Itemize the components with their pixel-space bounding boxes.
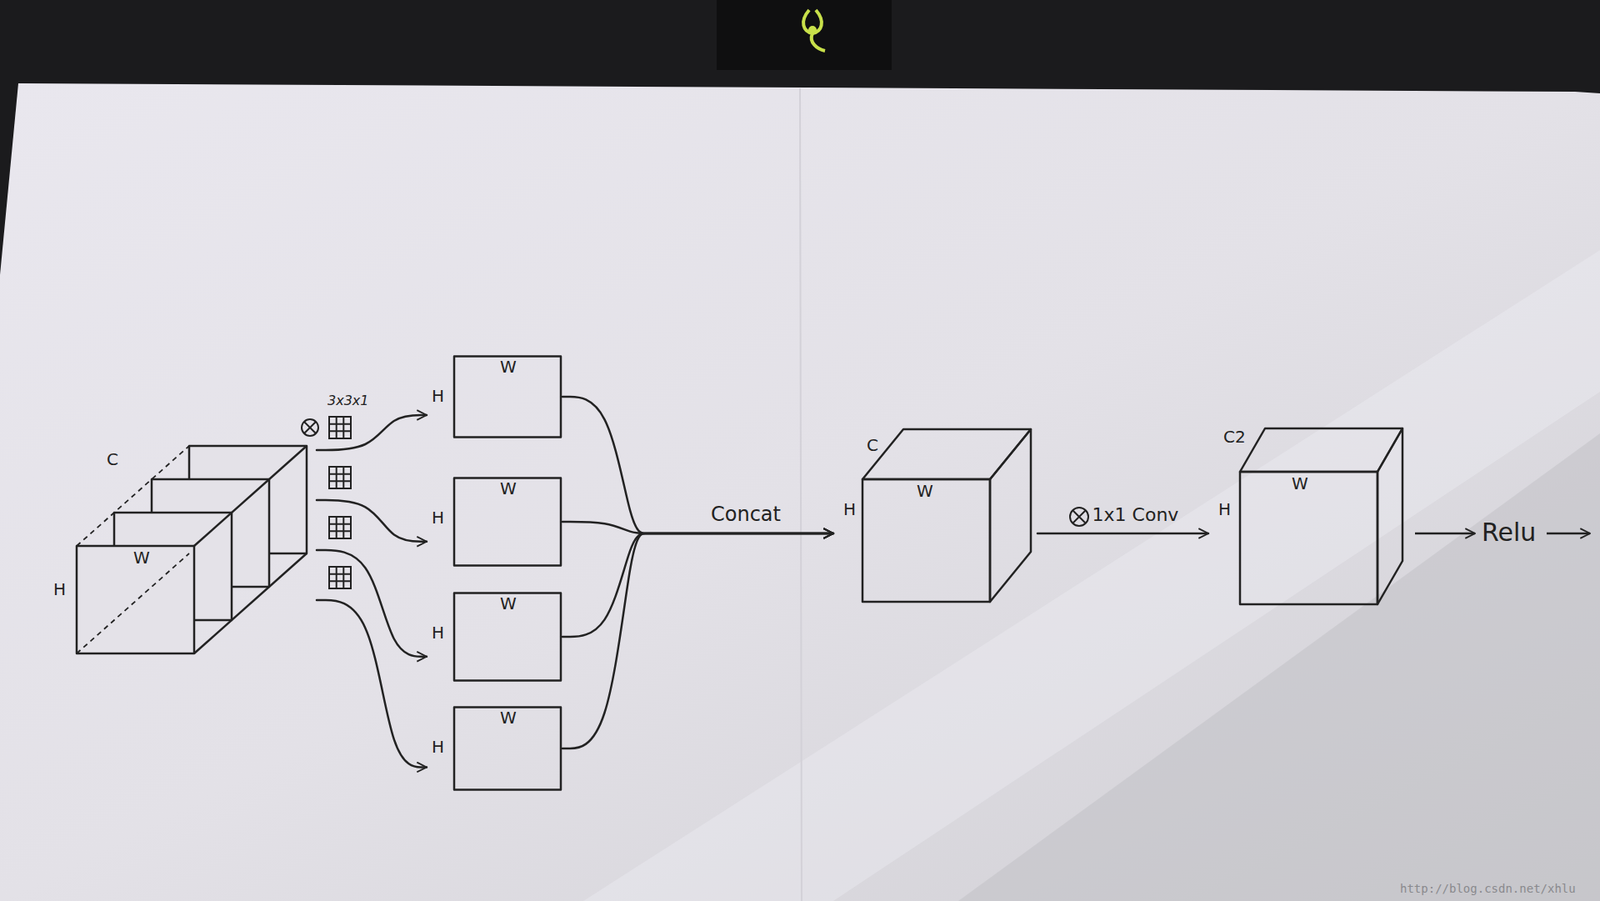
logo-panel xyxy=(716,0,892,70)
height-label: H xyxy=(53,580,66,600)
width-label: W xyxy=(500,708,517,728)
width-label: W xyxy=(133,548,150,568)
kernel-grid xyxy=(329,566,351,589)
cube-top xyxy=(862,429,1031,480)
height-label: H xyxy=(431,386,445,406)
paper-sheet xyxy=(0,83,1600,901)
width-label: W xyxy=(1291,474,1309,494)
height-label: H xyxy=(431,508,445,528)
flow-arrow xyxy=(316,600,427,767)
width-label: W xyxy=(916,481,934,501)
node-outline xyxy=(426,705,563,791)
channel-label: C2 xyxy=(1223,427,1246,447)
node-outline xyxy=(1208,420,1409,609)
cube-side xyxy=(1377,428,1403,605)
flow-arrow xyxy=(562,396,834,534)
node-outline xyxy=(41,416,317,667)
height-label: H xyxy=(1218,500,1231,520)
depth-edge xyxy=(194,445,307,546)
cube-front xyxy=(862,479,990,602)
conv-symbol xyxy=(1070,507,1089,526)
operation-label: 1x1 Conv xyxy=(1092,504,1180,525)
channel-label: C xyxy=(866,435,879,455)
map-outline xyxy=(454,707,561,790)
depth-edge xyxy=(76,553,190,654)
output-arrow xyxy=(1546,532,1590,535)
height-label: H xyxy=(431,623,445,643)
flow-arrow xyxy=(316,550,427,657)
node-outline xyxy=(833,420,1038,609)
kernel-grid xyxy=(329,416,351,439)
channel-slice xyxy=(189,445,307,554)
channel-label: C xyxy=(106,450,119,470)
cube-side xyxy=(990,429,1031,602)
height-label: H xyxy=(843,500,856,520)
laptop-logo xyxy=(803,10,825,51)
output-cube: C2W H xyxy=(1208,420,1409,609)
concat-cube: C W H xyxy=(833,420,1038,609)
node-outline xyxy=(426,591,563,682)
feature-map: WH xyxy=(426,476,563,567)
map-outline xyxy=(454,478,561,566)
output-arrow xyxy=(1415,532,1475,535)
flow-arrow xyxy=(562,533,834,749)
cube-top xyxy=(1240,428,1403,472)
node-outline xyxy=(426,476,563,567)
activation-label: Relu xyxy=(1481,518,1536,548)
watermark: http://blog.csdn.net/xhlu xyxy=(1400,881,1576,895)
channel-slice xyxy=(151,479,270,587)
flow-arrow xyxy=(316,415,427,450)
channel-slice xyxy=(114,512,232,620)
flow-arrow xyxy=(1037,532,1209,535)
paper-highlight xyxy=(583,250,1600,901)
depth-edge xyxy=(194,553,307,654)
flow-arrow xyxy=(316,500,427,542)
operation-label: Concat xyxy=(710,503,781,527)
height-label: H xyxy=(431,737,445,757)
paper-fold xyxy=(800,88,802,901)
feature-map: WH xyxy=(426,591,563,682)
kernel-grid xyxy=(329,466,351,489)
width-label: W xyxy=(500,357,517,377)
flow-arrow xyxy=(562,533,834,637)
kernel-grid xyxy=(329,516,351,539)
channel-slice xyxy=(76,545,195,654)
input-feature-stack: C W H xyxy=(41,416,317,667)
width-label: W xyxy=(500,594,517,614)
kernel-symbol xyxy=(301,419,319,436)
feature-map: WH xyxy=(426,705,563,791)
depth-edge xyxy=(76,445,190,546)
kernel-size: 3x3x1 xyxy=(327,393,369,409)
cube-front xyxy=(1240,471,1378,605)
node-outline xyxy=(426,355,563,439)
flow-arrow xyxy=(562,521,834,534)
map-outline xyxy=(454,593,561,681)
feature-map: WH xyxy=(426,355,563,439)
map-outline xyxy=(454,356,561,438)
width-label: W xyxy=(500,479,517,499)
